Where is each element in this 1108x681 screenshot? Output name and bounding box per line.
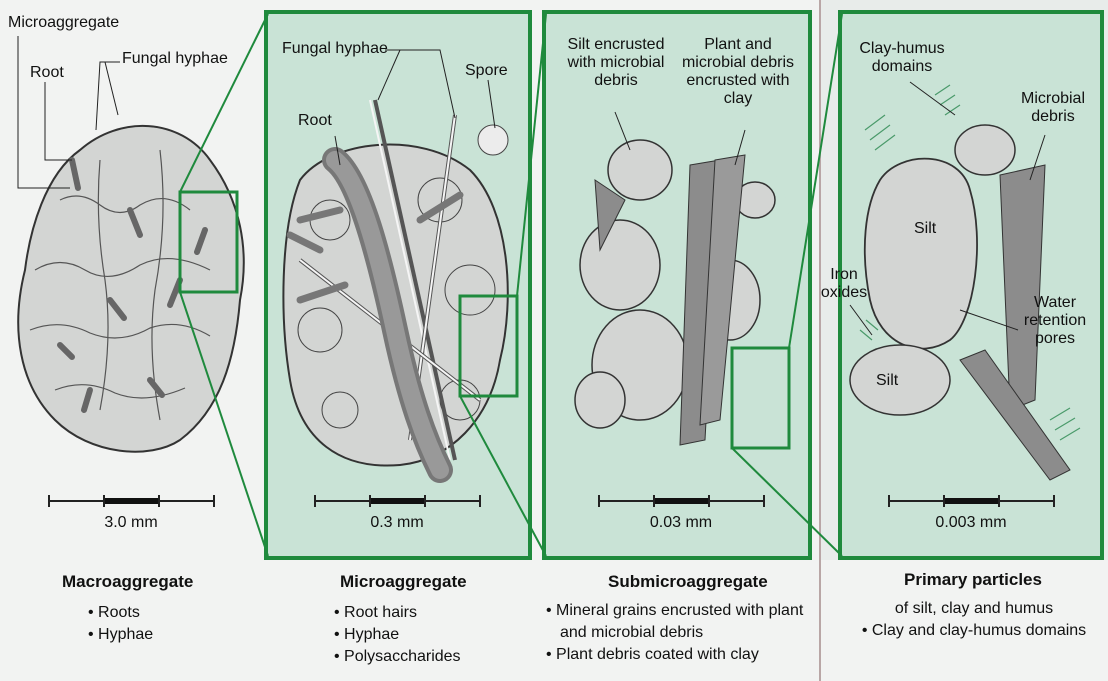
label-microaggregate: Microaggregate — [8, 14, 120, 31]
submicroaggregate-drawing — [574, 139, 797, 451]
leader-micro-root — [334, 135, 341, 166]
leader-spore — [487, 79, 496, 129]
macroaggregate-drawing — [17, 124, 245, 453]
caption-title-primary: Primary particles — [904, 570, 1042, 589]
scale-bar-submicro — [598, 495, 765, 507]
zoom-line-submicro-bottom — [731, 447, 843, 557]
zoom-line-macro-bottom — [179, 291, 269, 557]
label-plant-debris: Plant and microbial debris encrusted wit… — [681, 36, 795, 107]
leader-microbial-debris — [1029, 134, 1046, 181]
caption-title-micro: Microaggregate — [340, 572, 467, 591]
caption-list-macro: • Roots • Hyphae — [88, 604, 154, 643]
panel-submicroaggregate — [542, 10, 812, 560]
label-iron-oxides: Iron oxides — [820, 266, 868, 301]
primary-particles-drawing — [849, 84, 1081, 481]
zoom-box-submicro — [730, 346, 791, 450]
label-micro-fungal-hyphae: Fungal hyphae — [282, 40, 388, 57]
caption-title-submicro: Submicroaggregate — [608, 572, 768, 591]
zoom-line-submicro-top — [788, 13, 843, 349]
leader-fungal-hyphae-2 — [104, 61, 119, 116]
label-microbial-debris: Microbial debris — [1020, 90, 1085, 125]
leader-micro-hyphae-2 — [377, 49, 401, 101]
panel-primary-particles — [838, 10, 1104, 560]
caption-list-primary: of silt, clay and humus • Clay and clay-… — [861, 600, 1087, 639]
leader-clay-humus — [909, 81, 956, 116]
scale-label-micro: 0.3 mm — [370, 514, 424, 531]
leader-iron-oxides — [849, 304, 873, 336]
zoom-line-macro-top — [179, 13, 269, 193]
zoom-box-macro — [178, 190, 239, 294]
scale-label-macro: 3.0 mm — [104, 514, 158, 531]
label-fungal-hyphae: Fungal hyphae — [122, 50, 228, 67]
leader-plant-debris — [734, 129, 746, 166]
scale-bar-macro — [48, 495, 215, 507]
leader-root — [44, 82, 72, 161]
label-water-pores: Water retention pores — [1023, 294, 1087, 347]
label-micro-root: Root — [298, 112, 332, 129]
scale-bar-primary — [888, 495, 1055, 507]
scale-label-submicro: 0.03 mm — [649, 514, 713, 531]
caption-list-micro: • Root hairs • Hyphae • Polysaccharides — [334, 604, 461, 665]
zoom-box-micro — [458, 294, 519, 398]
microaggregate-drawing — [282, 99, 509, 483]
leader-fungal-hyphae-1 — [95, 61, 120, 131]
leader-water-pores — [959, 309, 1019, 331]
scale-label-primary: 0.003 mm — [935, 514, 1007, 531]
label-spore: Spore — [465, 62, 508, 79]
label-silt-top: Silt — [914, 220, 937, 237]
leader-silt-encrusted — [614, 111, 631, 151]
label-root: Root — [30, 64, 64, 81]
label-clay-humus: Clay-humus domains — [859, 40, 945, 75]
scale-bar-micro — [314, 495, 481, 507]
panel-microaggregate — [264, 10, 532, 560]
label-silt-encrusted: Silt encrusted with microbial debris — [567, 36, 665, 89]
label-silt-bottom: Silt — [876, 372, 899, 389]
leader-micro-hyphae — [385, 49, 456, 119]
caption-list-submicro: • Mineral grains encrusted with plant an… — [546, 602, 804, 663]
caption-title-macro: Macroaggregate — [62, 572, 194, 591]
leader-microaggregate — [17, 36, 70, 189]
